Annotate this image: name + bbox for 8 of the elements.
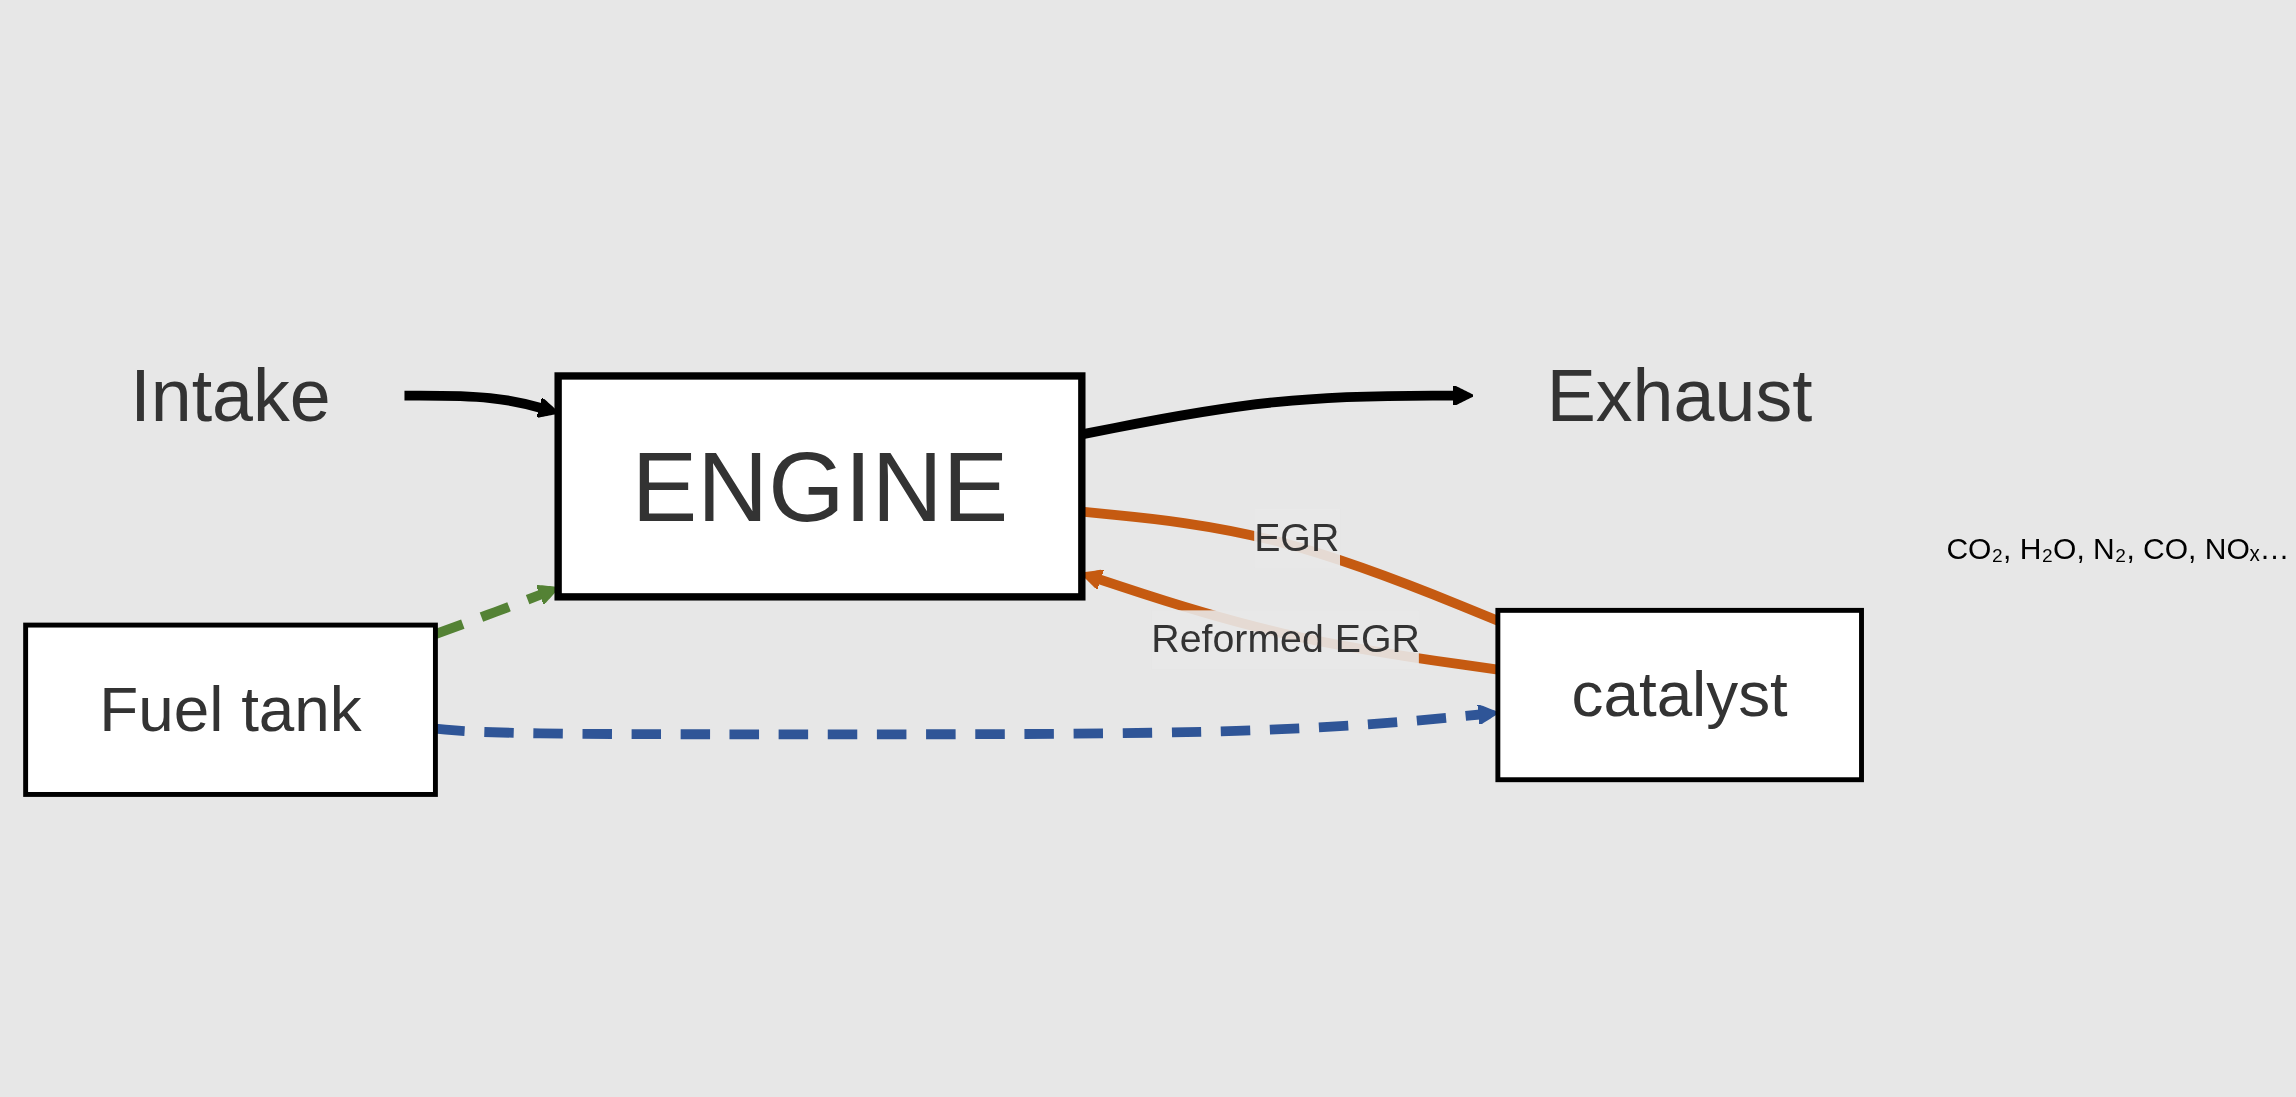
node-box: Fuel tank (23, 622, 439, 797)
edge-label: Reformed EGR (1151, 617, 1421, 659)
node-text: Exhaust (1547, 354, 1814, 436)
gas-composition-note: CO₂, H₂O, N₂, CO, NOₓ… (1946, 531, 2290, 566)
edge-label: EGR (1254, 515, 1340, 558)
node-text: Intake (130, 354, 332, 436)
node-box: catalyst (1495, 607, 1865, 782)
node-box: ENGINE (554, 371, 1086, 601)
